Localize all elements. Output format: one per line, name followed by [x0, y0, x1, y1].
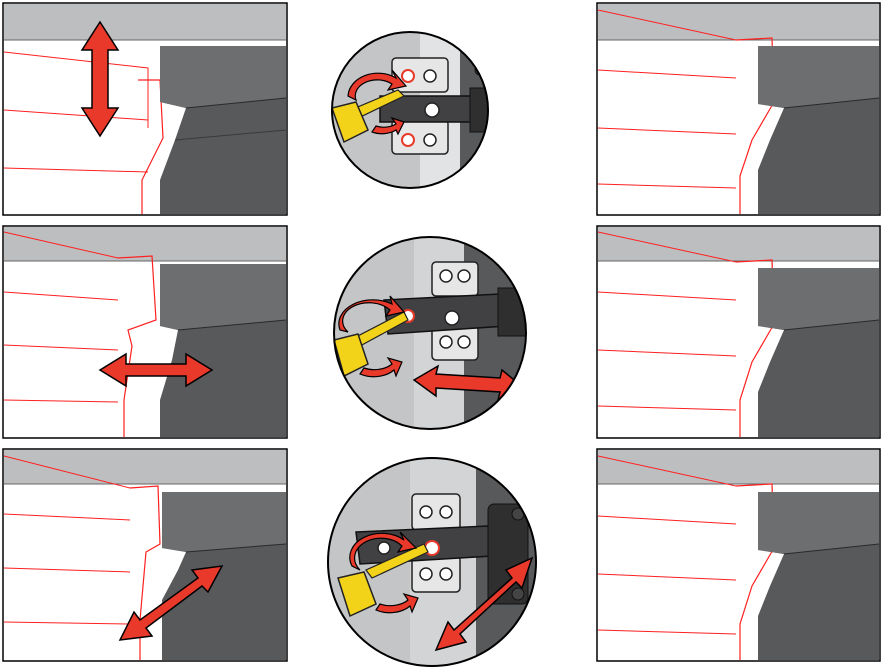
hinge-detail-lateral — [330, 236, 542, 432]
panel-lateral-after — [597, 226, 880, 438]
hinge-detail-depth — [326, 456, 540, 668]
panel-vertical-before — [3, 3, 287, 215]
panel-depth-before — [3, 449, 287, 661]
hinge-detail-vertical — [330, 30, 524, 190]
double-arrow-icon — [492, 56, 524, 164]
panel-lateral-before — [3, 226, 287, 438]
panel-vertical-after — [597, 3, 880, 215]
panel-depth-after — [597, 449, 880, 661]
